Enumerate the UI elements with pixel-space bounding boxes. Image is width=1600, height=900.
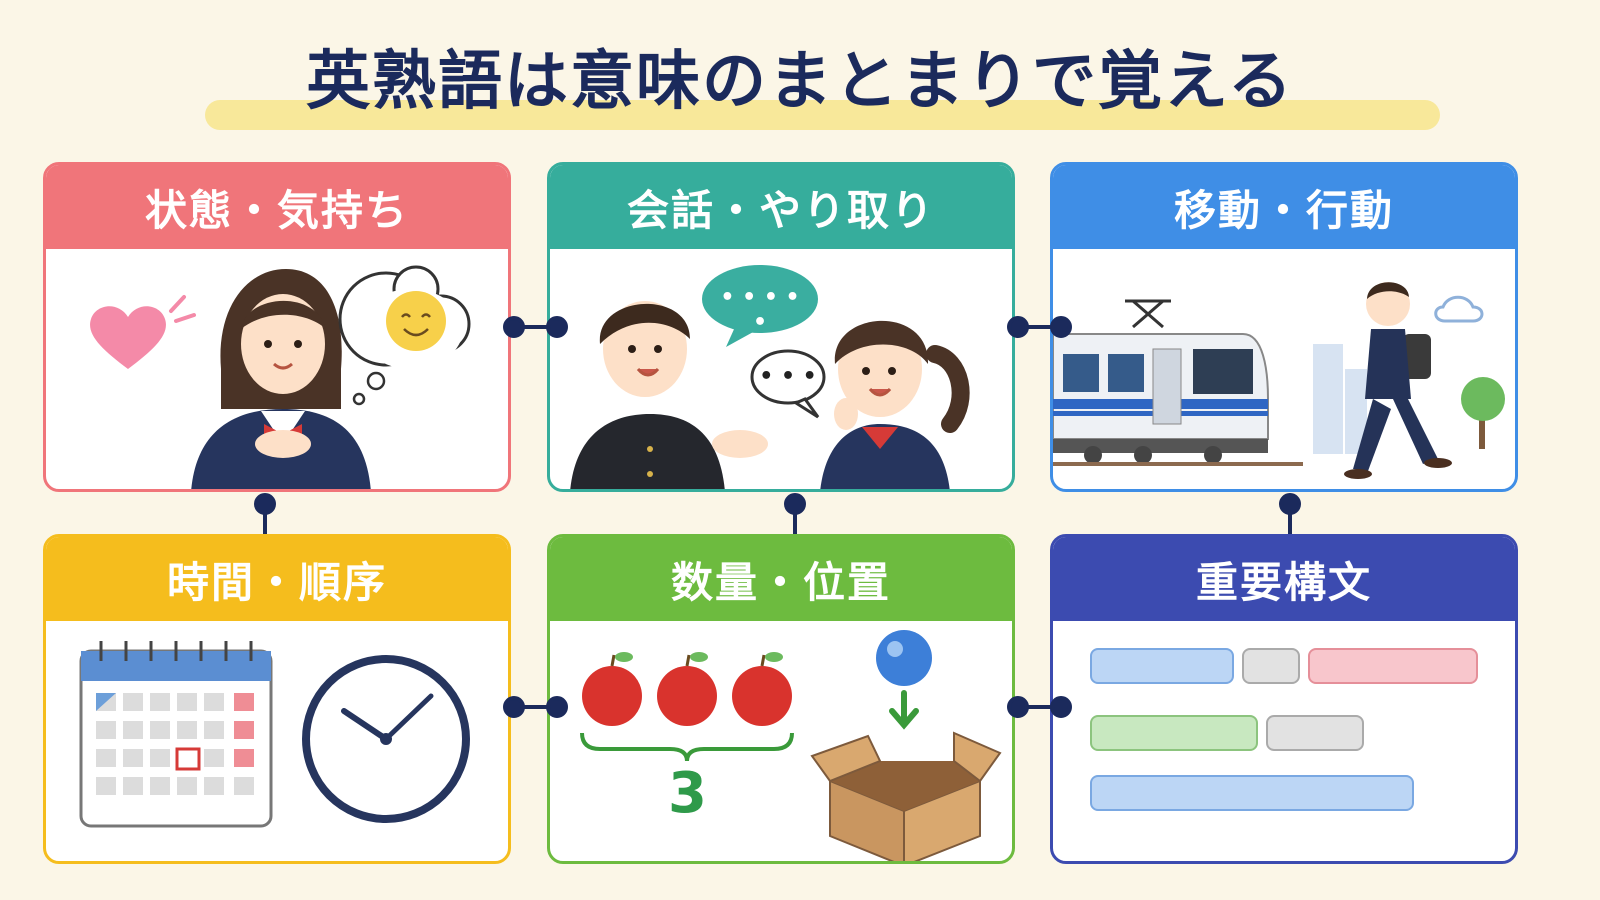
thought-bubble-sun-icon (338, 265, 471, 406)
card-conversation-label: 会話・やり取り (626, 185, 935, 235)
brace-icon (580, 732, 794, 762)
card-movement[interactable]: 移動・行動 (1050, 162, 1518, 492)
card-quantity[interactable]: 数量・位置 (547, 534, 1015, 864)
card-time-illustration (46, 621, 508, 861)
syntax-block-blue (1090, 775, 1414, 811)
apple-icon (732, 652, 792, 726)
speech-bubble-small-text: • • • (759, 364, 817, 389)
speech-bubble-small-icon (750, 349, 826, 419)
syntax-block-pink (1308, 648, 1478, 684)
card-movement-illustration (1053, 249, 1515, 489)
ball-icon (876, 630, 932, 686)
card-syntax-header: 重要構文 (1053, 537, 1515, 621)
card-quantity-illustration: 3 (550, 621, 1012, 861)
card-movement-header: 移動・行動 (1053, 165, 1515, 249)
syntax-block-gray (1242, 648, 1300, 684)
card-time-label: 時間・順序 (166, 557, 387, 607)
card-emotion-header: 状態・気持ち (46, 165, 508, 249)
card-syntax-label: 重要構文 (1195, 557, 1372, 607)
card-time-header: 時間・順序 (46, 537, 508, 621)
card-conversation[interactable]: 会話・やり取り (547, 162, 1015, 492)
card-emotion-label: 状態・気持ち (144, 185, 409, 235)
walking-student-icon (1344, 282, 1452, 479)
speech-bubble-text: • • • • • (720, 285, 800, 335)
card-syntax[interactable]: 重要構文 (1050, 534, 1518, 864)
cloud-icon (1434, 295, 1484, 323)
card-time[interactable]: 時間・順序 (43, 534, 511, 864)
quantity-count: 3 (668, 761, 707, 826)
clock-icon (302, 655, 470, 823)
girl-ponytail-icon (820, 320, 970, 489)
card-syntax-illustration (1053, 621, 1515, 861)
tree-icon (1461, 377, 1505, 449)
train-icon (1053, 299, 1303, 466)
apple-icon (582, 652, 642, 726)
card-movement-label: 移動・行動 (1173, 185, 1394, 235)
arrow-down-icon (889, 690, 919, 730)
card-quantity-label: 数量・位置 (670, 557, 891, 607)
syntax-block-gray (1266, 715, 1364, 751)
card-quantity-header: 数量・位置 (550, 537, 1012, 621)
girl-icon (191, 269, 371, 489)
page-title: 英熟語は意味のまとまりで覚える (305, 45, 1295, 119)
card-emotion-illustration (46, 249, 508, 489)
heart-icon (90, 306, 166, 369)
boy-icon (570, 301, 768, 489)
title-highlight (205, 100, 1440, 130)
syntax-block-blue (1090, 648, 1234, 684)
calendar-icon (79, 641, 273, 828)
box-icon (810, 731, 1002, 861)
syntax-block-green (1090, 715, 1258, 751)
card-conversation-header: 会話・やり取り (550, 165, 1012, 249)
card-emotion[interactable]: 状態・気持ち (43, 162, 511, 492)
speech-bubble-icon (702, 265, 818, 347)
apple-icon (657, 652, 717, 726)
card-conversation-illustration: • • • • • • • • (550, 249, 1012, 489)
